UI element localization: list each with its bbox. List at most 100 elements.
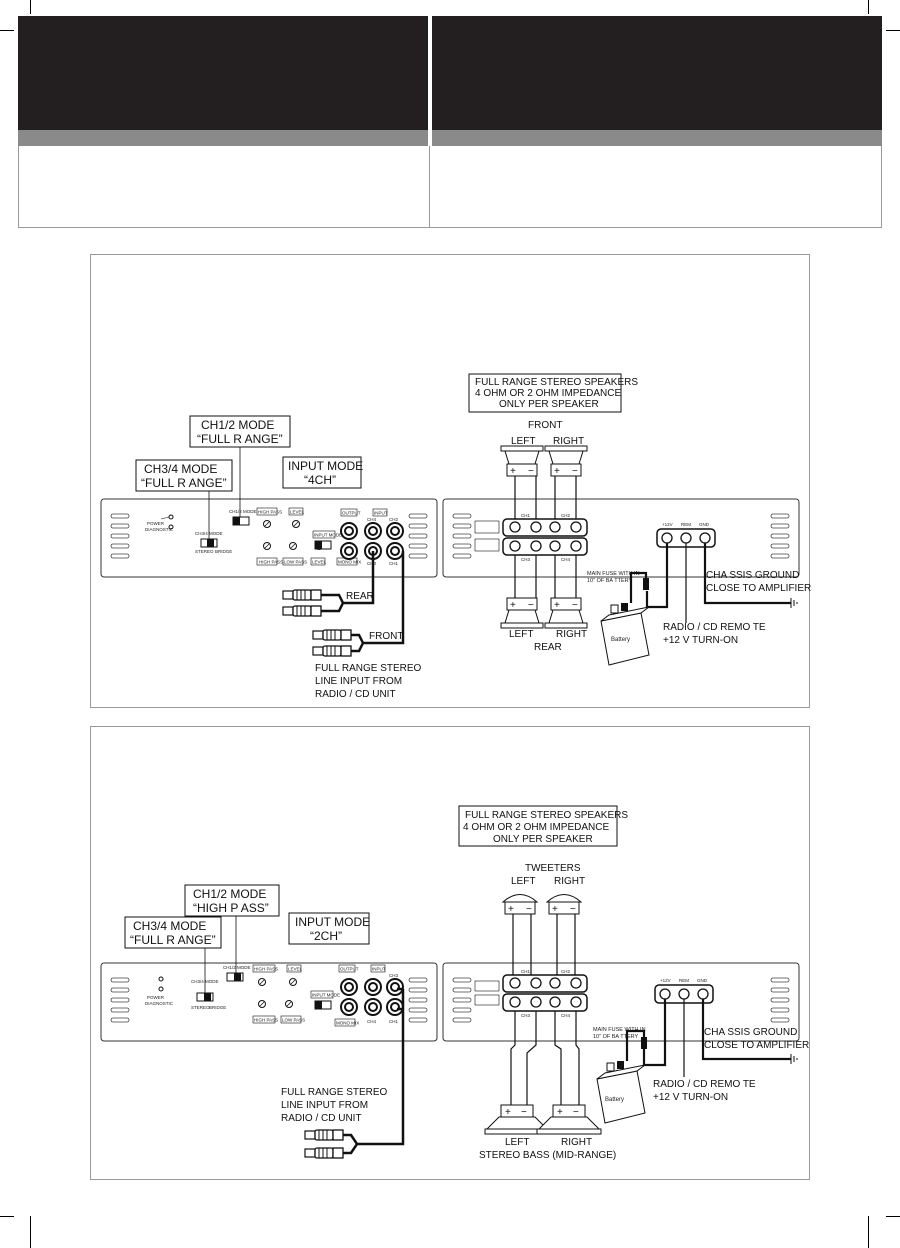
svg-text:LOW PASS: LOW PASS — [282, 1018, 305, 1023]
chassis-ground-label: CHA SSIS GROUND CLOSE TO AMPLIFIER — [706, 570, 811, 594]
line-input-label: FULL RANGE STEREO LINE INPUT FROM RADIO … — [315, 663, 422, 700]
svg-text:LINE INPUT FROM: LINE INPUT FROM — [281, 1100, 368, 1111]
amplifier-terminal-panel — [442, 498, 800, 578]
svg-text:−: − — [572, 466, 578, 477]
power-wires — [625, 999, 798, 1077]
remote-turn-on-label: RADIO / CD REMO TE +12 V TURN-ON — [663, 622, 766, 646]
crop-mark — [30, 0, 31, 14]
crop-mark — [886, 30, 900, 31]
top-right-label: RIGHT — [553, 436, 584, 447]
svg-text:CH4: CH4 — [561, 557, 570, 562]
crop-mark — [868, 0, 869, 14]
svg-text:LOW PASS: LOW PASS — [284, 560, 307, 565]
speaker-wires — [510, 914, 580, 1105]
svg-text:LINE INPUT FROM: LINE INPUT FROM — [315, 676, 402, 687]
svg-text:+12V: +12V — [660, 978, 671, 983]
ch12-mode-callout: CH1/2 MODE “FULL R ANGE” — [189, 415, 291, 517]
bottom-right-label: RIGHT — [556, 629, 587, 640]
svg-text:REAR: REAR — [346, 591, 374, 602]
svg-text:CLOSE TO AMPLIFIER: CLOSE TO AMPLIFIER — [704, 1040, 809, 1051]
svg-text:CLOSE TO AMPLIFIER: CLOSE TO AMPLIFIER — [706, 583, 811, 594]
ch12-mode-switch[interactable]: CH1/2 MODE — [223, 965, 251, 982]
svg-text:−: − — [570, 904, 576, 915]
svg-text:CH3: CH3 — [367, 561, 376, 566]
speaker-terminals[interactable]: CH1 CH2 CH3 CH4 — [502, 513, 588, 562]
svg-text:“FULL R ANGE”: “FULL R ANGE” — [141, 476, 227, 490]
svg-text:CH1: CH1 — [521, 969, 530, 974]
svg-text:FULL RANGE STEREO: FULL RANGE STEREO — [315, 663, 422, 674]
speaker-spec-box: FULL RANGE STEREO SPEAKERS 4 OHM OR 2 OH… — [458, 805, 628, 847]
crop-mark — [886, 1216, 900, 1217]
svg-text:OUTPUT: OUTPUT — [342, 511, 361, 516]
svg-text:CH1: CH1 — [389, 1019, 398, 1024]
right-woofer: +− — [536, 1104, 602, 1135]
svg-text:+: + — [557, 1107, 563, 1118]
svg-text:FULL RANGE STEREO SPEAKERS: FULL RANGE STEREO SPEAKERS — [465, 810, 628, 821]
header-bar-left — [18, 16, 428, 130]
svg-text:REM: REM — [679, 978, 689, 983]
speaker-terminals[interactable]: CH1 CH2 CH3 CH4 — [502, 969, 588, 1018]
rca-input-jacks[interactable]: INPUT CH3 CH4 CH1 — [364, 964, 404, 1024]
svg-text:CH4: CH4 — [367, 517, 376, 522]
wiring-diagram-4ch: POWER DIAGNOSTIC CH3/4 MODE STEREO BRIDG… — [90, 254, 811, 708]
rear-right-speaker: +− — [544, 597, 588, 629]
ch34-mode-callout: CH3/4 MODE “FULL R ANGE” — [135, 459, 233, 539]
svg-text:RADIO / CD REMO TE: RADIO / CD REMO TE — [663, 622, 766, 633]
stereo-bass-label: STEREO BASS (MID-RANGE) — [479, 1150, 616, 1161]
svg-text:HIGH PASS: HIGH PASS — [258, 510, 282, 515]
top-left-label: LEFT — [511, 436, 535, 447]
header-box-right — [430, 146, 882, 228]
svg-text:RADIO / CD UNIT: RADIO / CD UNIT — [315, 689, 396, 700]
crossover-knobs[interactable]: HIGH PASS HIGH PASS LOW PASS LEVEL LEVEL — [256, 507, 327, 566]
svg-text:CH1: CH1 — [389, 561, 398, 566]
rca-input-jacks[interactable]: INPUT CH4 CH2 CH3 CH1 — [364, 508, 404, 566]
svg-text:CH3: CH3 — [521, 557, 530, 562]
ch12-mode-switch[interactable]: CH1/2 MODE — [229, 509, 257, 526]
svg-text:INPUT MODE: INPUT MODE — [314, 533, 342, 538]
svg-text:LEVEL: LEVEL — [312, 560, 327, 565]
ch12-mode-callout: CH1/2 MODE “HIGH P ASS” — [184, 884, 280, 973]
speaker-wires — [514, 476, 577, 598]
svg-text:REM: REM — [681, 522, 691, 527]
svg-text:4 OHM OR 2 OHM IMPEDANCE: 4 OHM OR 2 OHM IMPEDANCE — [463, 822, 609, 833]
line-input-label: FULL RANGE STEREO LINE INPUT FROM RADIO … — [281, 1087, 388, 1124]
svg-text:BRIDGE: BRIDGE — [215, 549, 232, 554]
header-subbar-right — [432, 130, 882, 146]
svg-text:+: + — [510, 466, 516, 477]
svg-text:INPUT: INPUT — [374, 511, 388, 516]
bottom-left-label: LEFT — [509, 629, 533, 640]
input-mode-switch[interactable]: INPUT MODE MONO MIX — [312, 530, 361, 566]
remote-turn-on-label: RADIO / CD REMO TE +12 V TURN-ON — [653, 1079, 756, 1103]
rca-output-jacks[interactable]: OUTPUT — [340, 508, 361, 560]
rca-output-jacks[interactable]: OUTPUT — [338, 964, 359, 1016]
front-right-speaker: +− — [544, 445, 588, 477]
header-bar-right — [432, 16, 882, 130]
svg-text:INPUT MODE: INPUT MODE — [295, 915, 370, 929]
svg-text:−: − — [526, 904, 532, 915]
main-fuse: MAIN FUSE WITH IN 10" OF BA TTERY — [587, 571, 649, 590]
svg-text:“FULL R ANGE”: “FULL R ANGE” — [197, 432, 283, 446]
svg-text:−: − — [521, 1107, 527, 1118]
svg-text:+: + — [552, 904, 558, 915]
svg-text:HIGH PASS: HIGH PASS — [254, 967, 278, 972]
svg-text:MAIN FUSE WITH IN: MAIN FUSE WITH IN — [593, 1027, 646, 1033]
svg-text:+12 V TURN-ON: +12 V TURN-ON — [663, 635, 738, 646]
svg-text:RADIO / CD UNIT: RADIO / CD UNIT — [281, 1113, 362, 1124]
power-label: POWER — [147, 521, 165, 526]
crop-mark — [0, 30, 14, 31]
svg-text:STEREO: STEREO — [191, 1005, 210, 1010]
svg-text:CH2: CH2 — [389, 517, 398, 522]
svg-text:DIAGNOSTIC: DIAGNOSTIC — [145, 1001, 174, 1006]
svg-text:HIGH PASS: HIGH PASS — [254, 1018, 278, 1023]
svg-text:Battery: Battery — [605, 1097, 624, 1103]
input-mode-switch[interactable]: INPUT MODE MONO MIX — [310, 990, 359, 1027]
rca-cable-input — [304, 987, 405, 1159]
svg-text:+12V: +12V — [662, 522, 673, 527]
rca-cable-front: FRONT — [312, 551, 405, 657]
svg-text:−: − — [528, 600, 534, 611]
svg-text:−: − — [528, 466, 534, 477]
top-left-label: LEFT — [511, 876, 535, 887]
svg-text:“2CH”: “2CH” — [310, 929, 342, 943]
crossover-knobs[interactable]: HIGH PASS HIGH PASS LOW PASS LEVEL — [252, 964, 305, 1024]
svg-text:−: − — [573, 1107, 579, 1118]
